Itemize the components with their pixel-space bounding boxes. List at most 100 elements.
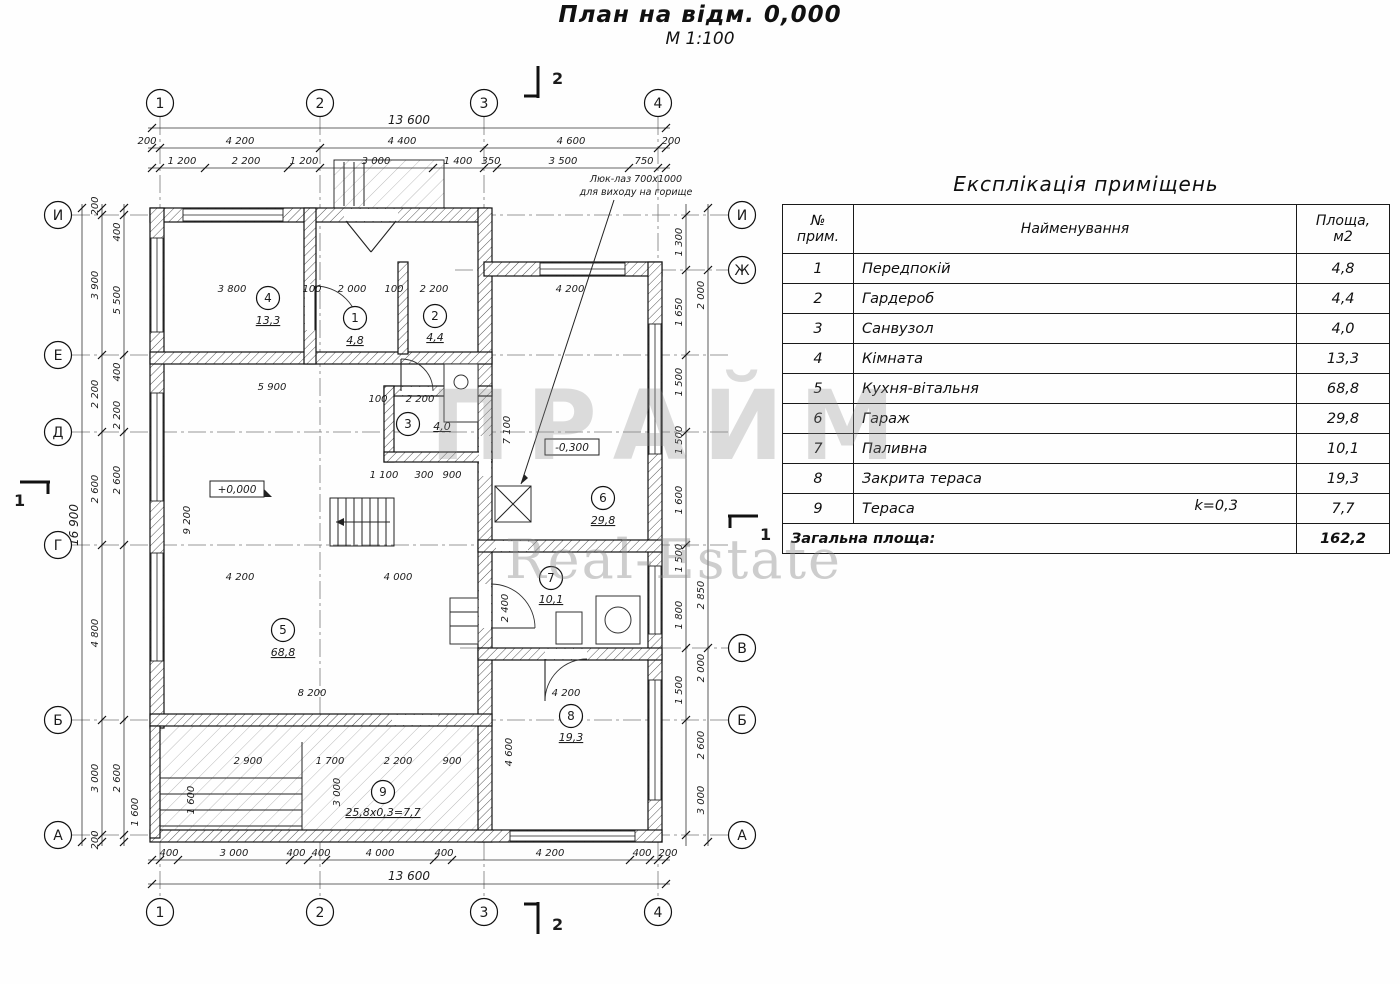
dim: 200: [137, 136, 156, 147]
dim-ticks: [703, 203, 713, 847]
axis-bubble: Е: [43, 340, 73, 370]
fixtures: [443, 363, 641, 645]
room-label: 819,3: [559, 703, 584, 744]
dim: 4 600: [504, 738, 515, 767]
axis-bubble: 3: [469, 88, 499, 118]
room-label: 568,8: [271, 617, 295, 659]
room-number: 2: [431, 309, 439, 323]
axis-bubble: В: [727, 633, 757, 663]
axis-label: 1: [156, 905, 165, 921]
room-label: 14,8: [342, 305, 368, 347]
axis-label: Е: [54, 348, 63, 364]
dim: 4 000: [384, 572, 413, 583]
room-area: 19,3: [559, 731, 584, 744]
opening: [496, 541, 528, 551]
axis-label: А: [737, 828, 747, 844]
dim-ticks: [147, 143, 671, 153]
hatched-floors: [157, 159, 479, 831]
room-name: Паливна: [862, 440, 928, 457]
room-number: 8: [567, 709, 575, 723]
cell-num: 7: [782, 433, 854, 464]
dim: 1 100: [370, 470, 399, 481]
axis-bubble: 4: [643, 88, 673, 118]
axis-label: Д: [53, 425, 64, 441]
dim: 4 200: [226, 136, 255, 147]
axis-label: В: [737, 641, 747, 657]
cell-num: 4: [782, 343, 854, 374]
annotation: Люк-лаз 700х1000 для виходу на горище: [520, 174, 692, 485]
cell-area: 19,3: [1296, 463, 1390, 494]
total-label: Загальна площа:: [782, 523, 1297, 554]
axis-bubble: Б: [727, 705, 757, 735]
dim: 200: [658, 848, 677, 859]
axis-label: А: [53, 828, 63, 844]
axis-bubble: 2: [305, 88, 335, 118]
dim-ticks: [119, 203, 129, 847]
dim: 1 500: [674, 426, 685, 455]
cell-area: 68,8: [1296, 373, 1390, 404]
room-label: 925,8х0,3=7,7: [345, 779, 421, 819]
dim: 3 000: [696, 786, 707, 815]
dim: 2 200: [420, 284, 449, 295]
axis-label: 2: [316, 96, 325, 112]
cell-name: Кухня-вітальня: [853, 373, 1297, 404]
dim: 2 900: [234, 756, 263, 767]
dim: 2 200: [406, 394, 435, 405]
dim: 1 200: [168, 156, 197, 167]
room-number: 7: [547, 571, 555, 585]
elevation-marks: +0,000 -0,300: [209, 438, 600, 498]
dim: 400: [286, 848, 305, 859]
cell-name: Закрита тераса: [853, 463, 1297, 494]
dim: 1 700: [316, 756, 345, 767]
dim: 4 200: [552, 688, 581, 699]
dim: 2 200: [112, 401, 123, 430]
windows: [150, 208, 662, 842]
dim: 2 600: [90, 475, 101, 504]
dim: 400: [112, 222, 123, 241]
axis-label: И: [53, 208, 63, 224]
dim-ticks: [147, 163, 671, 173]
dim: 4 800: [90, 619, 101, 648]
dimension-labels: 13 600 200 4 200 4 400 4 600 200 1 200 2…: [67, 113, 707, 883]
dim: 2 600: [112, 466, 123, 495]
dim: 4 600: [557, 136, 586, 147]
axis-label: 3: [480, 905, 489, 921]
window: [539, 262, 626, 276]
dim-ticks: [681, 210, 691, 840]
dim: 1 600: [130, 798, 141, 827]
cell-area: 29,8: [1296, 403, 1390, 434]
dim: 1 500: [674, 676, 685, 705]
room-area: 4,4: [426, 331, 444, 344]
dim: 8 200: [298, 688, 327, 699]
cell-name: Передпокій: [853, 253, 1297, 284]
dim: 2 200: [384, 756, 413, 767]
door: [400, 358, 434, 395]
room-label: 24,4: [422, 303, 448, 344]
dim: 900: [442, 470, 461, 481]
dim: 2 600: [112, 764, 123, 793]
dim: 7 100: [502, 416, 513, 445]
dim: 3 000: [90, 764, 101, 793]
dim: 4 200: [556, 284, 585, 295]
dim-ticks: [97, 203, 107, 847]
room-name: Закрита тераса: [862, 470, 982, 487]
cabinet: [449, 597, 479, 645]
dim: 1 500: [674, 368, 685, 397]
room-number: 1: [351, 311, 359, 325]
interior-stair: [329, 497, 395, 547]
cell-num: 3: [782, 313, 854, 344]
room-label: 413,3: [256, 285, 280, 327]
room-number: 5: [279, 623, 287, 637]
axis-bubbles: 1 2 3 4 1 2 3 4 И Е Д Г Б А И Ж В Б А: [43, 88, 757, 927]
dim: 1 600: [186, 786, 197, 815]
page-title: План на відм. 0,000: [558, 2, 842, 28]
room-number: 4: [264, 291, 272, 305]
axis-label: 1: [156, 96, 165, 112]
col-header-name: Найменування: [853, 204, 1297, 254]
room-label: 710,1: [539, 565, 563, 606]
cell-area: 7,7: [1296, 493, 1390, 524]
